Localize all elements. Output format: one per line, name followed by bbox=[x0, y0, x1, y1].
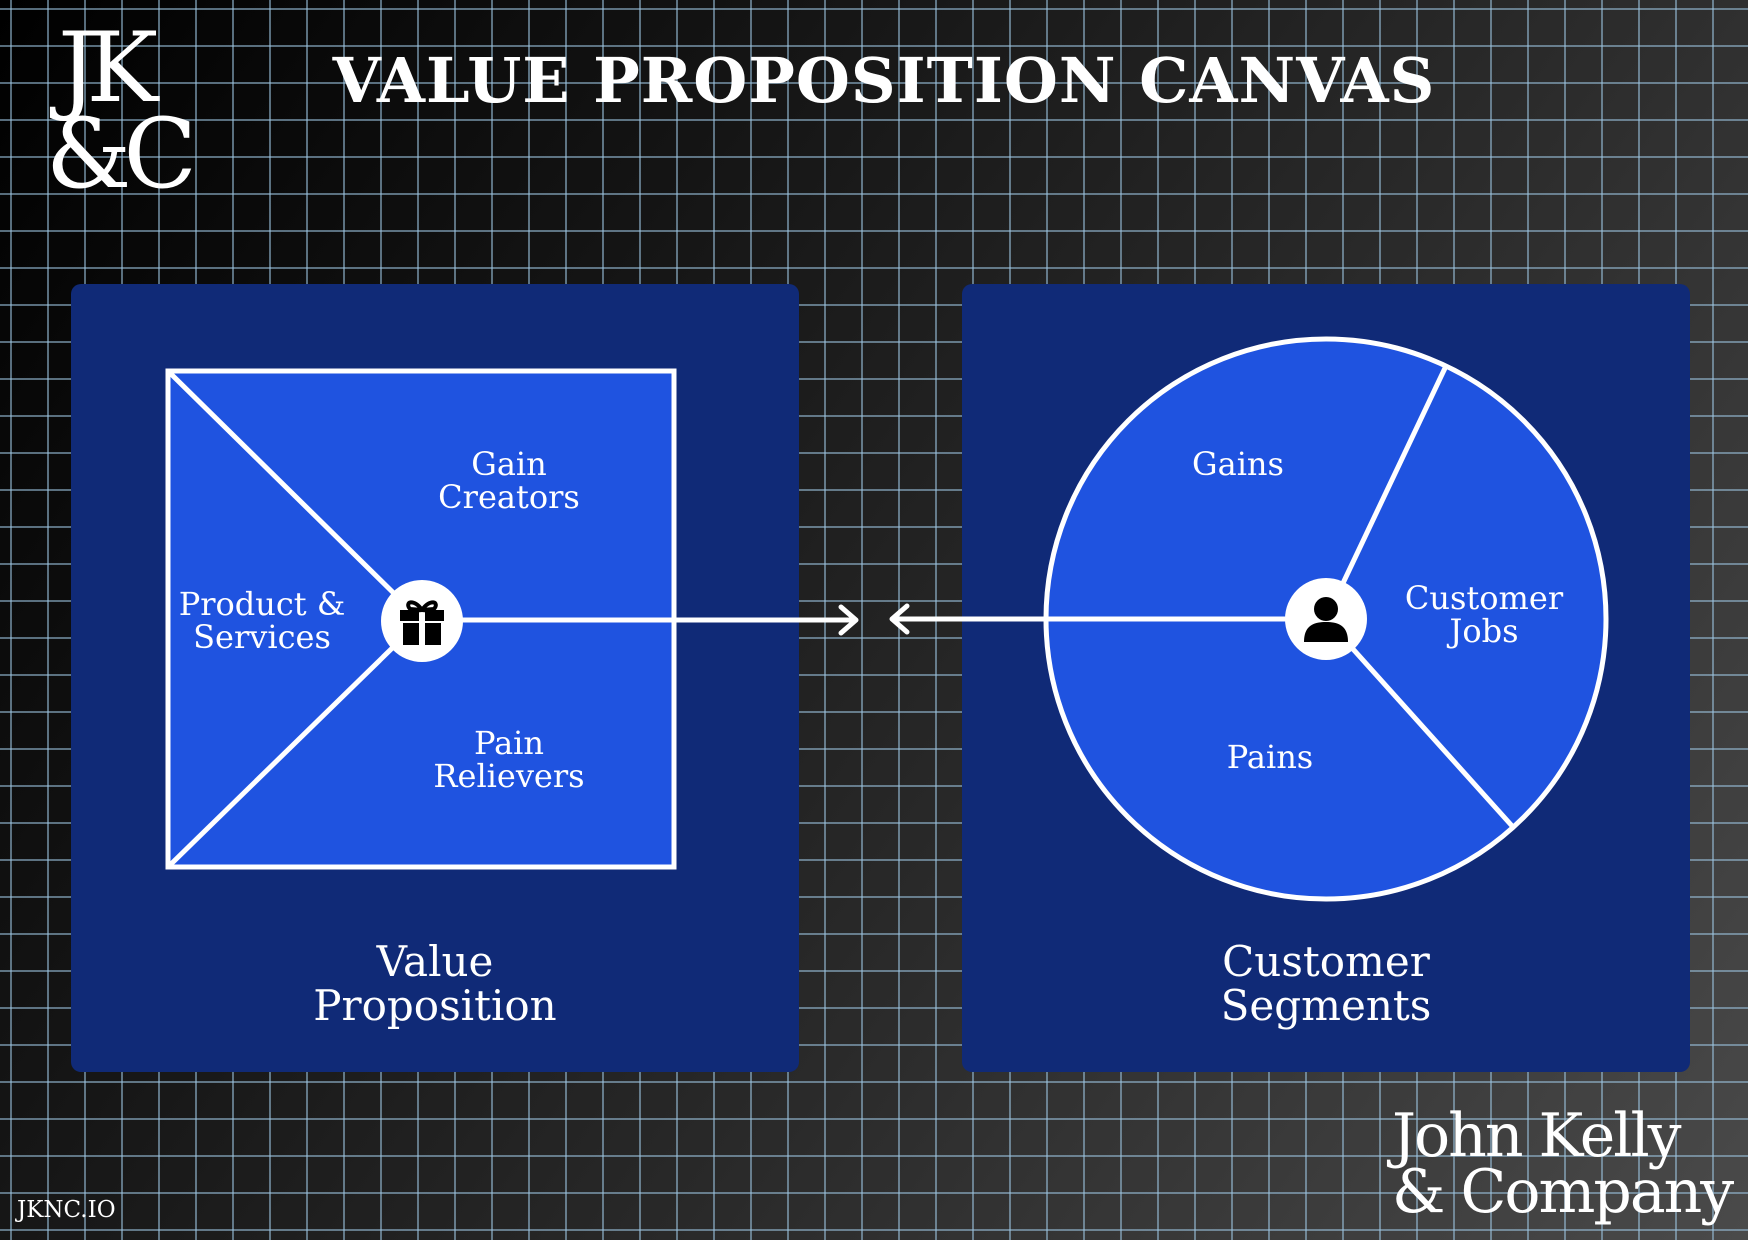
gift-icon bbox=[381, 580, 463, 662]
logo-text-jk: JK bbox=[58, 12, 158, 124]
circle-divider-top bbox=[1323, 364, 1449, 621]
pain-relievers-line2: Relievers bbox=[433, 757, 585, 795]
user-icon-glyph bbox=[1304, 597, 1348, 642]
customer-jobs-line2: Jobs bbox=[1449, 612, 1519, 650]
pain-relievers-line1: Pain bbox=[473, 724, 545, 762]
value-proposition-label-line1: Value bbox=[376, 937, 494, 986]
logo-text-ampc: &C bbox=[46, 98, 197, 210]
brand-line2: & Company bbox=[1392, 1157, 1734, 1227]
page-title: VALUE PROPOSITION CANVAS bbox=[332, 44, 1436, 117]
gain-creators-line1: Gain bbox=[471, 445, 547, 483]
products-services-line2: Services bbox=[193, 618, 331, 656]
gains-label: Gains bbox=[1192, 445, 1284, 483]
user-icon bbox=[1285, 578, 1367, 660]
pains-label: Pains bbox=[1226, 738, 1314, 776]
gain-creators-line2: Creators bbox=[438, 478, 580, 516]
circle-divider-bottom bbox=[1324, 617, 1515, 829]
customer-segments-label-line2: Segments bbox=[1220, 981, 1432, 1030]
fit-arrow-left bbox=[889, 603, 1049, 635]
value-proposition-label-line2: Proposition bbox=[313, 981, 557, 1030]
square-diagonal-bottom bbox=[166, 618, 423, 869]
customer-segments-label: Customer Segments bbox=[962, 940, 1690, 1028]
brand-wordmark: John Kelly & Company bbox=[1392, 1101, 1734, 1227]
jkc-logo: JK &C bbox=[38, 12, 198, 210]
customer-jobs-label: Customer Jobs bbox=[1405, 582, 1563, 648]
products-services-label: Product & Services bbox=[179, 588, 346, 654]
footer-url: JKNC.IO bbox=[17, 1197, 116, 1223]
pain-relievers-label: Pain Relievers bbox=[433, 727, 584, 793]
products-services-line1: Product & bbox=[178, 585, 346, 623]
value-proposition-label: Value Proposition bbox=[71, 940, 799, 1028]
brand-line1: John Kelly bbox=[1392, 1101, 1682, 1171]
gain-creators-label: Gain Creators bbox=[438, 448, 580, 514]
customer-jobs-line1: Customer bbox=[1404, 579, 1564, 617]
fit-arrow-right bbox=[418, 604, 859, 636]
gift-icon-glyph bbox=[400, 600, 444, 645]
square-diagonal-top bbox=[166, 369, 423, 622]
customer-segments-label-line1: Customer bbox=[1222, 937, 1430, 986]
